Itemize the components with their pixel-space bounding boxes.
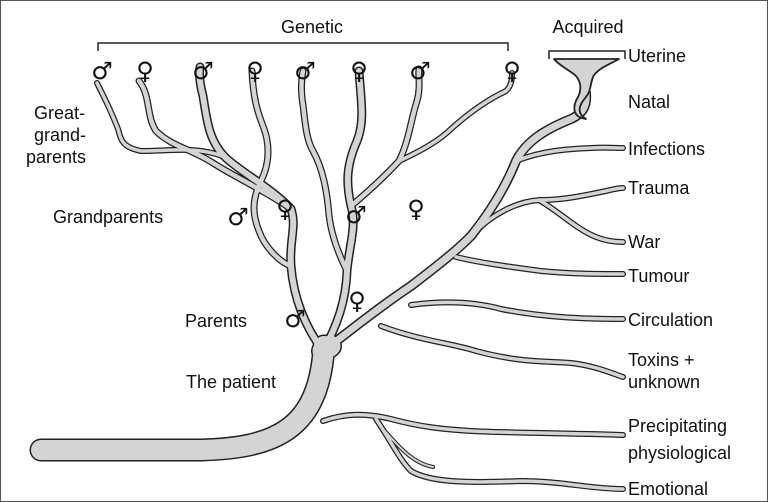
label-great-grandparents-1: Great- <box>34 103 85 123</box>
genetic-bracket <box>98 43 508 51</box>
female-icon: ♀ <box>136 57 154 85</box>
acquired-bracket <box>549 51 625 59</box>
label-infections: Infections <box>628 139 705 159</box>
male-icon: ♂ <box>345 201 367 229</box>
label-toxins-2: unknown <box>628 372 700 392</box>
label-circulation: Circulation <box>628 310 713 330</box>
male-icon: ♂ <box>284 305 306 333</box>
female-icon: ♀ <box>350 57 368 85</box>
label-acquired: Acquired <box>552 17 623 37</box>
female-icon: ♀ <box>276 195 294 223</box>
label-toxins-1: Toxins + <box>628 350 695 370</box>
label-parents: Parents <box>185 311 247 331</box>
label-the-patient: The patient <box>186 372 276 392</box>
female-icon: ♀ <box>348 287 366 315</box>
female-icon: ♀ <box>246 57 264 85</box>
label-precipitating-2: physiological <box>628 443 731 463</box>
label-great-grandparents-2: grand- <box>34 125 86 145</box>
label-emotional: Emotional <box>628 479 708 499</box>
label-natal: Natal <box>628 92 670 112</box>
label-war: War <box>628 232 660 252</box>
male-icon: ♂ <box>192 57 214 85</box>
label-precipitating-1: Precipitating <box>628 416 727 436</box>
female-icon: ♀ <box>407 195 425 223</box>
male-icon: ♂ <box>409 57 431 85</box>
female-icon: ♀ <box>503 57 521 85</box>
label-tumour: Tumour <box>628 266 689 286</box>
label-trauma: Trauma <box>628 178 690 198</box>
top-row-symbols: ♂ ♀ ♂ ♀ ♂ ♀ ♂ ♀ <box>91 57 521 85</box>
label-great-grandparents-3: parents <box>26 147 86 167</box>
label-genetic: Genetic <box>281 17 343 37</box>
label-grandparents: Grandparents <box>53 207 163 227</box>
label-uterine: Uterine <box>628 46 686 66</box>
male-icon: ♂ <box>91 57 113 85</box>
male-icon: ♂ <box>227 203 249 231</box>
male-icon: ♂ <box>294 57 316 85</box>
